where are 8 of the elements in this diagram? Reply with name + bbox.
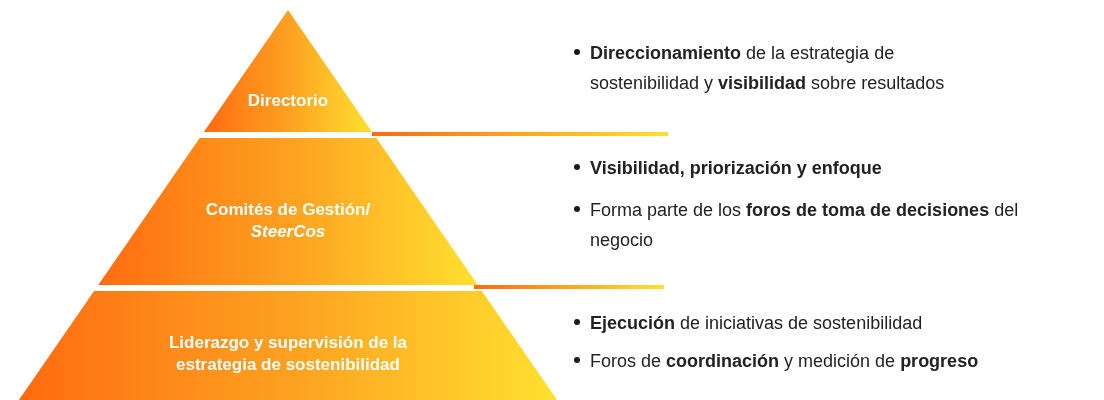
tier-label: Liderazgo y supervisión de la estrategia de sostenibilidad — [167, 332, 408, 376]
bullet-text: Foros de coordinación y medición de progreso — [590, 350, 979, 373]
bullet-text: Visibilidad, priorización y enfoque — [590, 157, 882, 180]
tier-label: Directorio — [247, 90, 329, 112]
bullet-text: Forma parte de los foros de toma de decisiones del negocio — [590, 199, 1020, 252]
bullet-text: Ejecución de iniciativas de sostenibilidad — [590, 312, 923, 335]
bullet-text: Direccionamiento de la estrategia de sostenibilidad y visibilidad sobre resultados — [590, 42, 946, 95]
tier-label: Comités de Gestión/ SteerCos — [204, 199, 372, 243]
